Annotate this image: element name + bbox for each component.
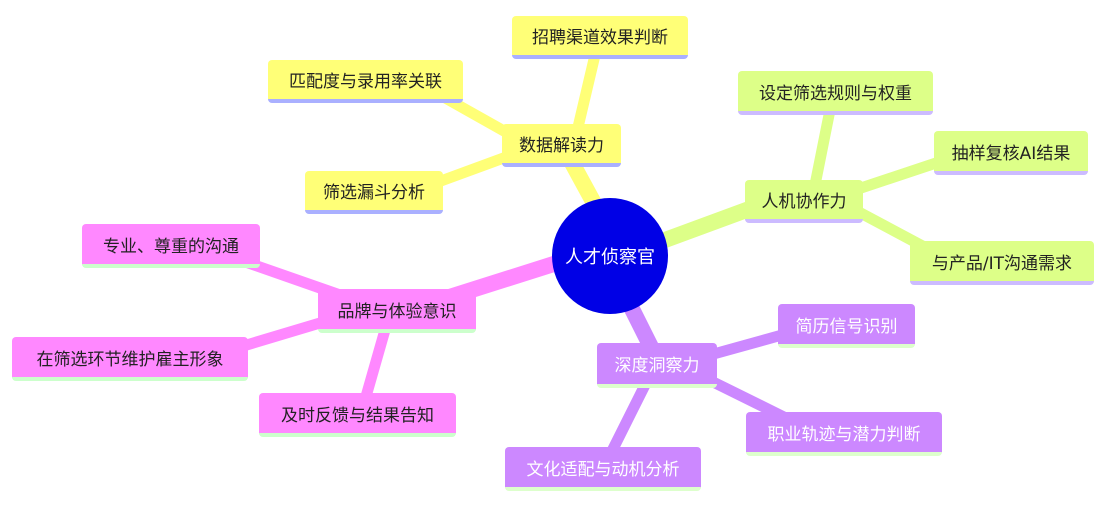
branch-data-interpretation[interactable]: 数据解读力	[502, 124, 621, 167]
node-match-rate[interactable]: 匹配度与录用率关联	[268, 60, 463, 103]
node-culture-fit[interactable]: 文化适配与动机分析	[505, 447, 701, 491]
node-respectful-communication[interactable]: 专业、尊重的沟通	[82, 224, 260, 268]
branch-brand-experience[interactable]: 品牌与体验意识	[318, 289, 476, 333]
link-brand-3	[359, 324, 391, 406]
link-collab-2	[849, 154, 951, 196]
link-collab-1	[809, 104, 836, 191]
central-topic[interactable]: 人才侦察官	[552, 198, 668, 314]
branch-human-ai-collab[interactable]: 人机协作力	[745, 180, 863, 223]
node-career-trajectory[interactable]: 职业轨迹与潜力判断	[746, 412, 942, 456]
node-timely-feedback[interactable]: 及时反馈与结果告知	[259, 393, 456, 437]
node-funnel[interactable]: 筛选漏斗分析	[305, 171, 443, 214]
node-rules-weights[interactable]: 设定筛选规则与权重	[738, 71, 933, 115]
node-ai-review[interactable]: 抽样复核AI结果	[934, 131, 1088, 175]
branch-deep-insight[interactable]: 深度洞察力	[597, 343, 717, 388]
link-insight-3	[604, 379, 651, 461]
node-it-communication[interactable]: 与产品/IT沟通需求	[910, 241, 1094, 285]
node-employer-image[interactable]: 在筛选环节维护雇主形象	[12, 337, 248, 381]
node-resume-signals[interactable]: 简历信号识别	[778, 304, 915, 348]
link-collab	[657, 197, 768, 248]
node-channel-effect[interactable]: 招聘渠道效果判断	[512, 16, 688, 59]
